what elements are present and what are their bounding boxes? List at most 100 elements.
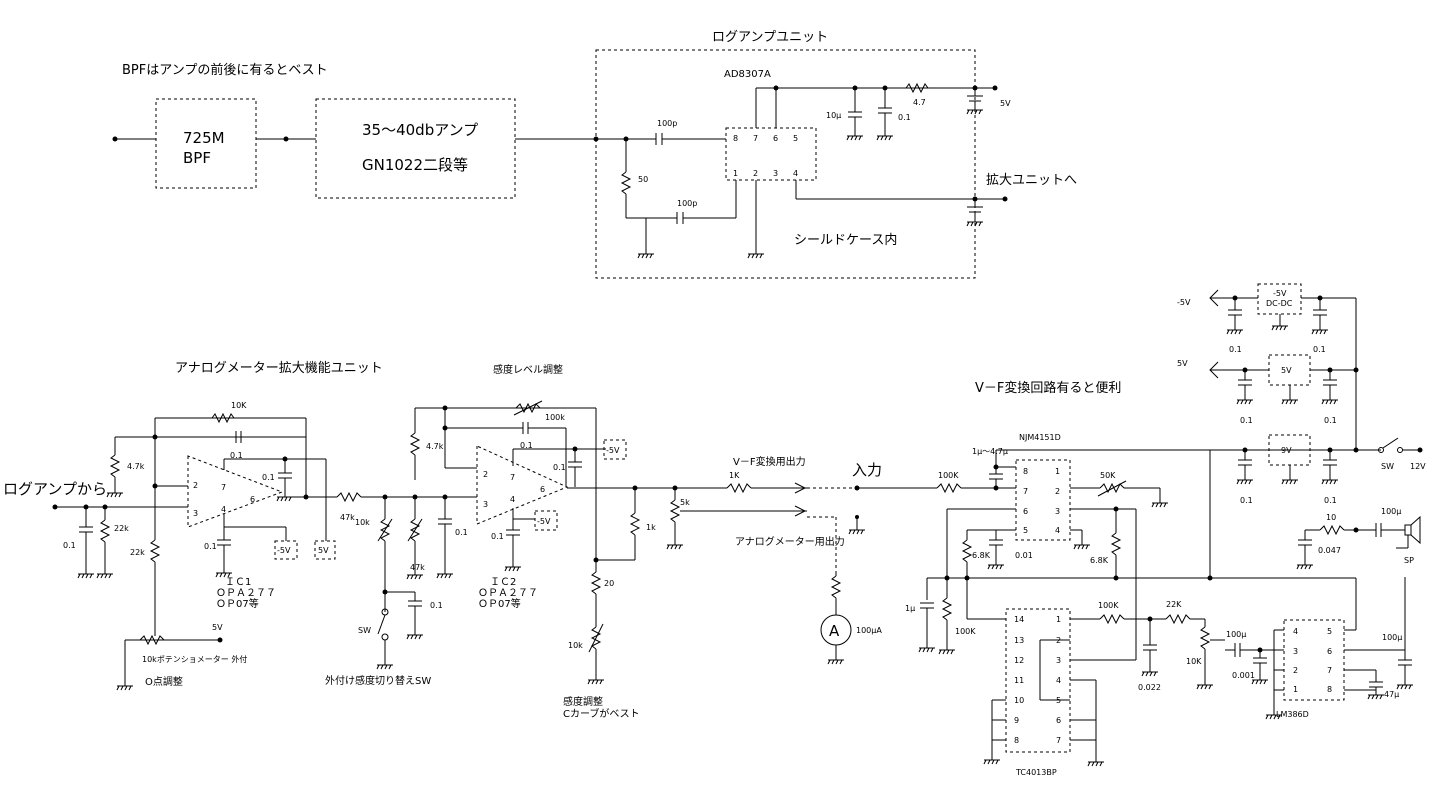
svg-text:4: 4 [510, 495, 515, 504]
njm4151-label: NJM4151D [1019, 433, 1061, 442]
svg-text:1: 1 [1293, 685, 1298, 694]
svg-text:10k: 10k [568, 641, 583, 650]
ground-icon [215, 572, 232, 578]
svg-text:10K: 10K [1186, 657, 1202, 666]
svg-text:0.1: 0.1 [1324, 416, 1337, 425]
ground-icon [1396, 684, 1413, 690]
svg-text:-5V: -5V [1273, 289, 1287, 298]
svg-text:1: 1 [1055, 467, 1060, 476]
svg-text:0.1: 0.1 [63, 541, 76, 550]
svg-text:7: 7 [1023, 487, 1028, 496]
ground-icon [276, 496, 293, 502]
bpf-block [155, 98, 257, 189]
svg-text:100K: 100K [1098, 601, 1119, 610]
svg-text:0.022: 0.022 [1138, 683, 1161, 692]
svg-text:2: 2 [193, 481, 198, 490]
svg-text:47μ: 47μ [1384, 690, 1399, 699]
svg-text:6: 6 [1056, 716, 1061, 725]
svg-text:0.1: 0.1 [520, 441, 533, 450]
svg-text:7: 7 [753, 134, 758, 143]
ad8307-label: AD8307A [724, 69, 771, 80]
ground-icon [666, 544, 683, 550]
ground-icon [987, 564, 1004, 570]
svg-text:4.7k: 4.7k [127, 462, 145, 471]
ground-icon [983, 759, 1000, 765]
log-amp-input-label: ログアンプから [3, 480, 107, 498]
svg-text:10: 10 [1014, 696, 1024, 705]
svg-text:4: 4 [1056, 676, 1061, 685]
ground-icon [637, 253, 654, 259]
svg-text:100μ: 100μ [1381, 507, 1401, 516]
svg-text:0.1: 0.1 [1229, 345, 1242, 354]
svg-text:5: 5 [1327, 627, 1332, 636]
svg-text:3: 3 [193, 509, 198, 518]
svg-text:-5V: -5V [537, 517, 551, 526]
svg-text:8: 8 [1023, 467, 1028, 476]
lm386-label: LM386D [1276, 710, 1309, 719]
svg-text:7: 7 [221, 483, 226, 492]
ground-icon [1251, 679, 1268, 685]
svg-text:4: 4 [1055, 526, 1060, 535]
svg-text:6: 6 [250, 495, 255, 504]
svg-text:0.1: 0.1 [553, 463, 566, 472]
njm4151-chip [1015, 459, 1071, 541]
svg-text:9: 9 [1014, 716, 1019, 725]
ground-icon [1321, 479, 1338, 485]
svg-text:22K: 22K [1166, 600, 1182, 609]
ground-icon [504, 566, 521, 572]
ground-icon [1296, 564, 1313, 570]
ext-sens-switch-label: 外付け感度切り替えSW [325, 674, 431, 687]
lm386-chip [1283, 619, 1345, 701]
tc4013-label: TC4013BP [1015, 768, 1057, 777]
to-expand-unit-label: 拡大ユニットへ [986, 173, 1077, 188]
ground-icon [1141, 671, 1158, 677]
svg-text:5V: 5V [1177, 359, 1188, 368]
svg-text:4: 4 [1293, 627, 1298, 636]
svg-text:0.1: 0.1 [898, 113, 911, 122]
svg-text:SP: SP [1404, 556, 1414, 565]
ground-icon [96, 573, 113, 579]
svg-text:0.047: 0.047 [1318, 546, 1341, 555]
svg-text:2: 2 [483, 470, 488, 479]
svg-text:10μ: 10μ [826, 111, 841, 120]
ic2-alt: ＯＰ07等 [478, 597, 521, 610]
ground-icon [848, 529, 865, 535]
svg-text:100k: 100k [545, 413, 565, 422]
input-dot [112, 136, 118, 142]
amp-label-1: 35～40dbアンプ [362, 121, 478, 139]
ground-icon [1236, 399, 1253, 405]
svg-text:8: 8 [733, 134, 738, 143]
ground-icon [376, 664, 393, 670]
ic1-opamp [187, 455, 284, 528]
svg-text:6: 6 [1023, 507, 1028, 516]
svg-text:0.1: 0.1 [230, 451, 243, 460]
svg-text:10K: 10K [231, 401, 247, 410]
ic2-part: ＯＰＡ２７７ [478, 588, 538, 599]
svg-text:-5V: -5V [277, 546, 291, 555]
svg-text:0.001: 0.001 [1232, 671, 1255, 680]
svg-text:3: 3 [1293, 647, 1298, 656]
svg-text:12: 12 [1014, 656, 1024, 665]
svg-text:7: 7 [1327, 666, 1332, 675]
svg-text:8: 8 [1014, 736, 1019, 745]
bpf-label-2: BPF [183, 149, 211, 167]
svg-text:11: 11 [1014, 676, 1024, 685]
ground-icon [406, 574, 423, 580]
svg-text:5V: 5V [212, 623, 223, 632]
ground-icon [938, 649, 955, 655]
svg-text:2: 2 [753, 169, 758, 178]
ground-icon [876, 135, 893, 141]
ground-icon [1151, 502, 1168, 508]
ground-icon [846, 135, 863, 141]
ground-icon [1073, 544, 1090, 550]
ground-icon [747, 253, 764, 259]
svg-text:100μ: 100μ [1226, 630, 1246, 639]
ic1-name: ＩＣ1 [225, 577, 251, 588]
svg-text:0.1: 0.1 [491, 532, 504, 541]
ground-icon [1281, 479, 1298, 485]
svg-text:2: 2 [1293, 666, 1298, 675]
svg-text:10k: 10k [355, 518, 370, 527]
svg-text:0.1: 0.1 [1240, 416, 1253, 425]
svg-text:6: 6 [773, 134, 778, 143]
svg-text:6: 6 [540, 485, 545, 494]
